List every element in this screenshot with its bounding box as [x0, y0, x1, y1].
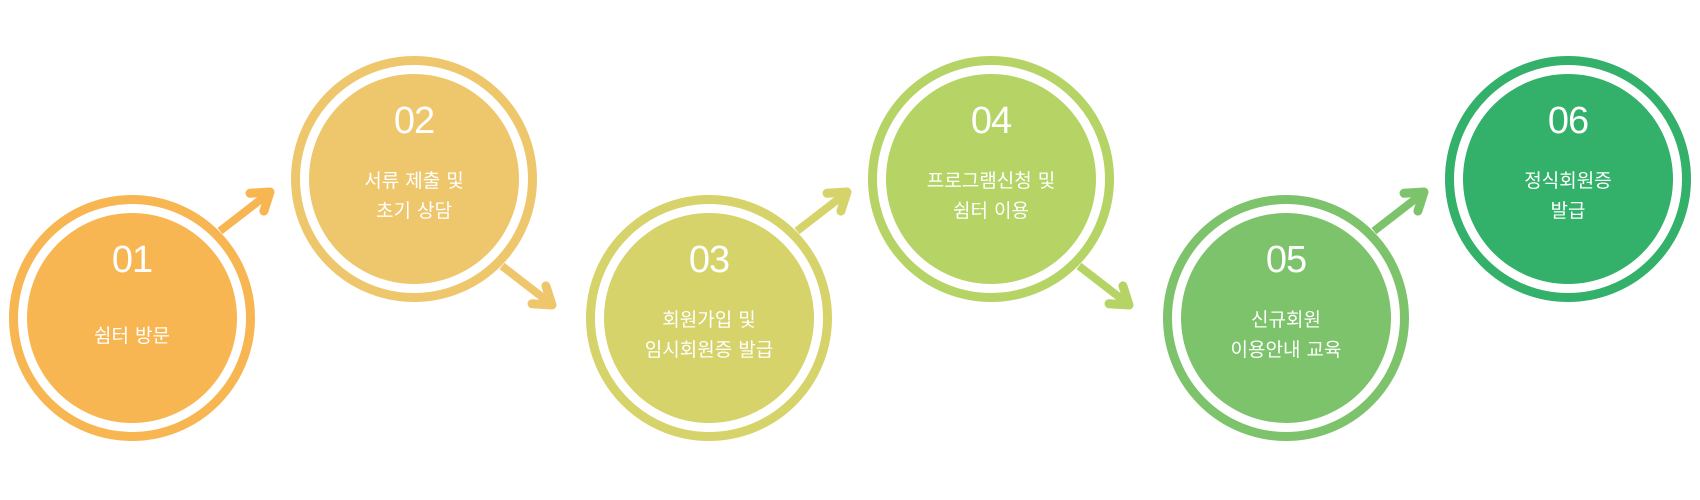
- step-label: 쉼터 방문: [27, 321, 237, 351]
- step-label-line: 임시회원증 발급: [644, 339, 774, 361]
- step-number: 04: [970, 100, 1012, 142]
- arrow-icon: [1076, 262, 1134, 310]
- arrow-icon: [1371, 187, 1429, 235]
- step-label-line: 서류 제출 및: [364, 170, 464, 192]
- step-number: 06: [1547, 100, 1589, 142]
- step-circle: 01 쉼터 방문: [27, 213, 237, 423]
- step-number: 05: [1265, 239, 1307, 281]
- step-label-line: 쉼터 이용: [953, 200, 1029, 222]
- step-label-line: 정식회원증: [1524, 170, 1612, 192]
- step-label-line: 회원가입 및: [662, 309, 756, 331]
- step-label-line: 프로그램신청 및: [926, 170, 1056, 192]
- arrow-icon: [499, 262, 557, 310]
- step-label-line: 발급: [1550, 200, 1586, 222]
- arrow-icon: [217, 187, 275, 235]
- step-01: 01 쉼터 방문: [9, 195, 255, 441]
- step-number: 01: [111, 239, 153, 281]
- step-label-line: 신규회원: [1251, 309, 1321, 331]
- step-number: 02: [393, 100, 435, 142]
- step-label-line: 이용안내 교육: [1230, 339, 1342, 361]
- step-label-line: 쉼터 방문: [94, 325, 170, 347]
- arrow-icon: [794, 187, 852, 235]
- step-number: 03: [688, 239, 730, 281]
- step-label-line: 초기 상담: [376, 200, 452, 222]
